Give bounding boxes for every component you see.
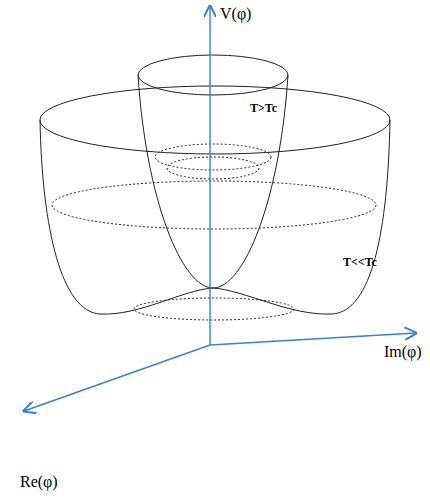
hat-dotted-level: [52, 181, 376, 229]
parabola-rim: [138, 55, 288, 95]
hat-profile: [40, 120, 390, 314]
parabola-profile: [138, 75, 288, 288]
v-axis: [209, 6, 210, 345]
hat-rim: [40, 86, 390, 154]
temperature-label: T<<Tc: [343, 256, 377, 268]
minimum-ring: [134, 298, 294, 320]
axis-label: Re(φ): [20, 474, 58, 490]
re-axis: [24, 345, 210, 411]
parabola-dotted-level: [155, 144, 271, 170]
temperature-label: T>Tc: [250, 102, 277, 114]
axis-label: Im(φ): [384, 344, 422, 360]
axis-label: V(φ): [220, 6, 251, 22]
